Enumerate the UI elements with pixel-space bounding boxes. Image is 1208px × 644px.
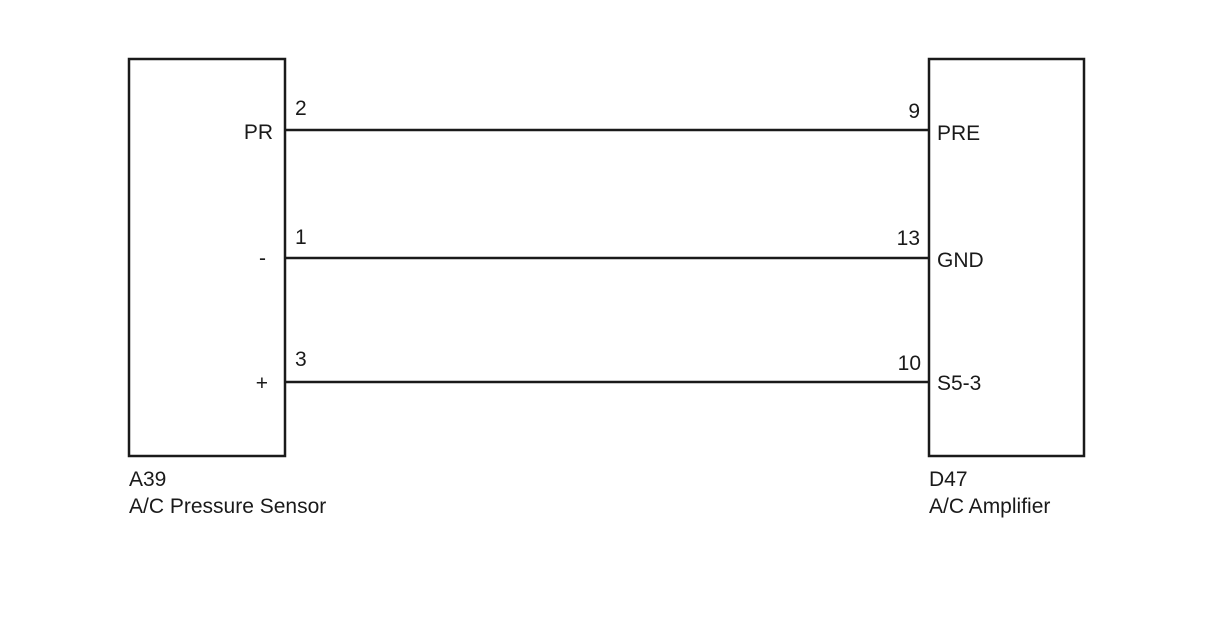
left-component-name: A/C Pressure Sensor	[129, 495, 326, 518]
left-terminal-label-2: +	[256, 372, 268, 395]
right-pin-number-0: 9	[908, 100, 920, 123]
left-component-code: A39	[129, 468, 166, 491]
right-pin-number-1: 13	[897, 227, 920, 250]
right-component-code: D47	[929, 468, 968, 491]
left-terminal-label-0: PR	[244, 121, 273, 144]
right-component-name: A/C Amplifier	[929, 495, 1050, 518]
ac-amplifier-box	[927, 57, 1086, 458]
left-pin-number-1: 1	[295, 226, 307, 249]
left-pin-number-2: 3	[295, 348, 307, 371]
right-pin-number-2: 10	[898, 352, 921, 375]
left-terminal-label-1: -	[259, 247, 266, 270]
right-terminal-label-0: PRE	[937, 122, 980, 145]
left-pin-number-0: 2	[295, 97, 307, 120]
right-terminal-label-1: GND	[937, 249, 984, 272]
pressure-sensor-box	[127, 57, 287, 458]
right-terminal-label-2: S5-3	[937, 372, 981, 395]
